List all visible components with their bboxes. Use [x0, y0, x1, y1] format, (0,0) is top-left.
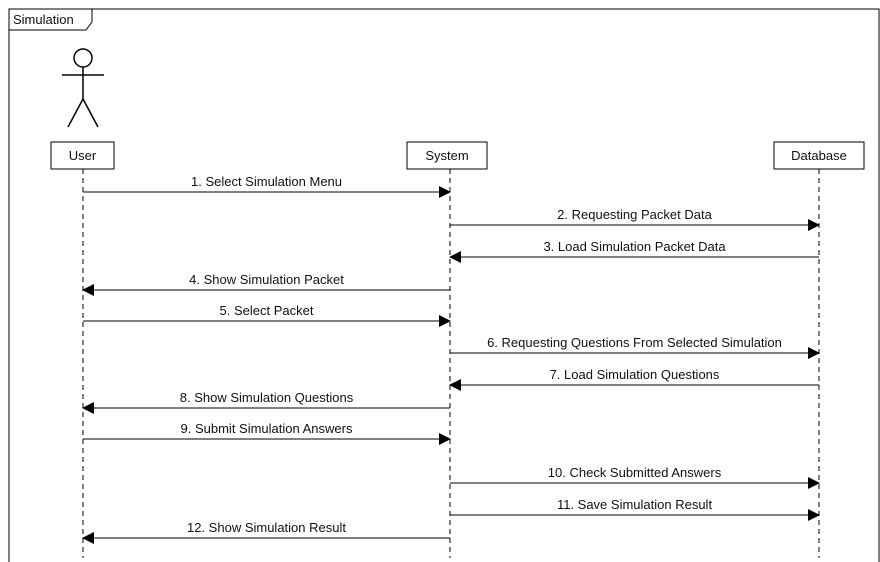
message-label: 11. Save Simulation Result [557, 497, 713, 512]
message-label: 12. Show Simulation Result [187, 520, 346, 535]
message-10: 10. Check Submitted Answers [450, 465, 820, 489]
message-label: 5. Select Packet [220, 303, 314, 318]
message-1: 1. Select Simulation Menu [83, 174, 451, 198]
message-5: 5. Select Packet [83, 303, 451, 327]
diagram-frame [8, 8, 880, 562]
message-label: 4. Show Simulation Packet [189, 272, 344, 287]
message-label: 1. Select Simulation Menu [191, 174, 342, 189]
actor-icon [62, 48, 104, 128]
message-3: 3. Load Simulation Packet Data [449, 239, 819, 263]
messages: 1. Select Simulation Menu 2. Requesting P… [82, 174, 820, 544]
message-label: 6. Requesting Questions From Selected Si… [487, 335, 782, 350]
participant-user-label: User [69, 148, 97, 163]
message-8: 8. Show Simulation Questions [82, 390, 450, 414]
frame-label: Simulation [13, 12, 74, 27]
message-2: 2. Requesting Packet Data [450, 207, 820, 231]
participant-database-label: Database [791, 148, 847, 163]
message-label: 10. Check Submitted Answers [548, 465, 722, 480]
participant-system: System [406, 141, 488, 170]
message-6: 6. Requesting Questions From Selected Si… [450, 335, 820, 359]
message-12: 12. Show Simulation Result [82, 520, 450, 544]
message-11: 11. Save Simulation Result [450, 497, 820, 521]
message-9: 9. Submit Simulation Answers [83, 421, 451, 445]
message-7: 7. Load Simulation Questions [449, 367, 819, 391]
participant-system-label: System [425, 148, 468, 163]
message-label: 2. Requesting Packet Data [557, 207, 712, 222]
message-label: 7. Load Simulation Questions [550, 367, 720, 382]
participant-database: Database [773, 141, 865, 170]
message-4: 4. Show Simulation Packet [82, 272, 450, 296]
message-label: 3. Load Simulation Packet Data [543, 239, 726, 254]
message-label: 8. Show Simulation Questions [180, 390, 354, 405]
message-label: 9. Submit Simulation Answers [181, 421, 353, 436]
participant-user: User [50, 141, 115, 170]
frame-tab: Simulation [8, 8, 93, 31]
